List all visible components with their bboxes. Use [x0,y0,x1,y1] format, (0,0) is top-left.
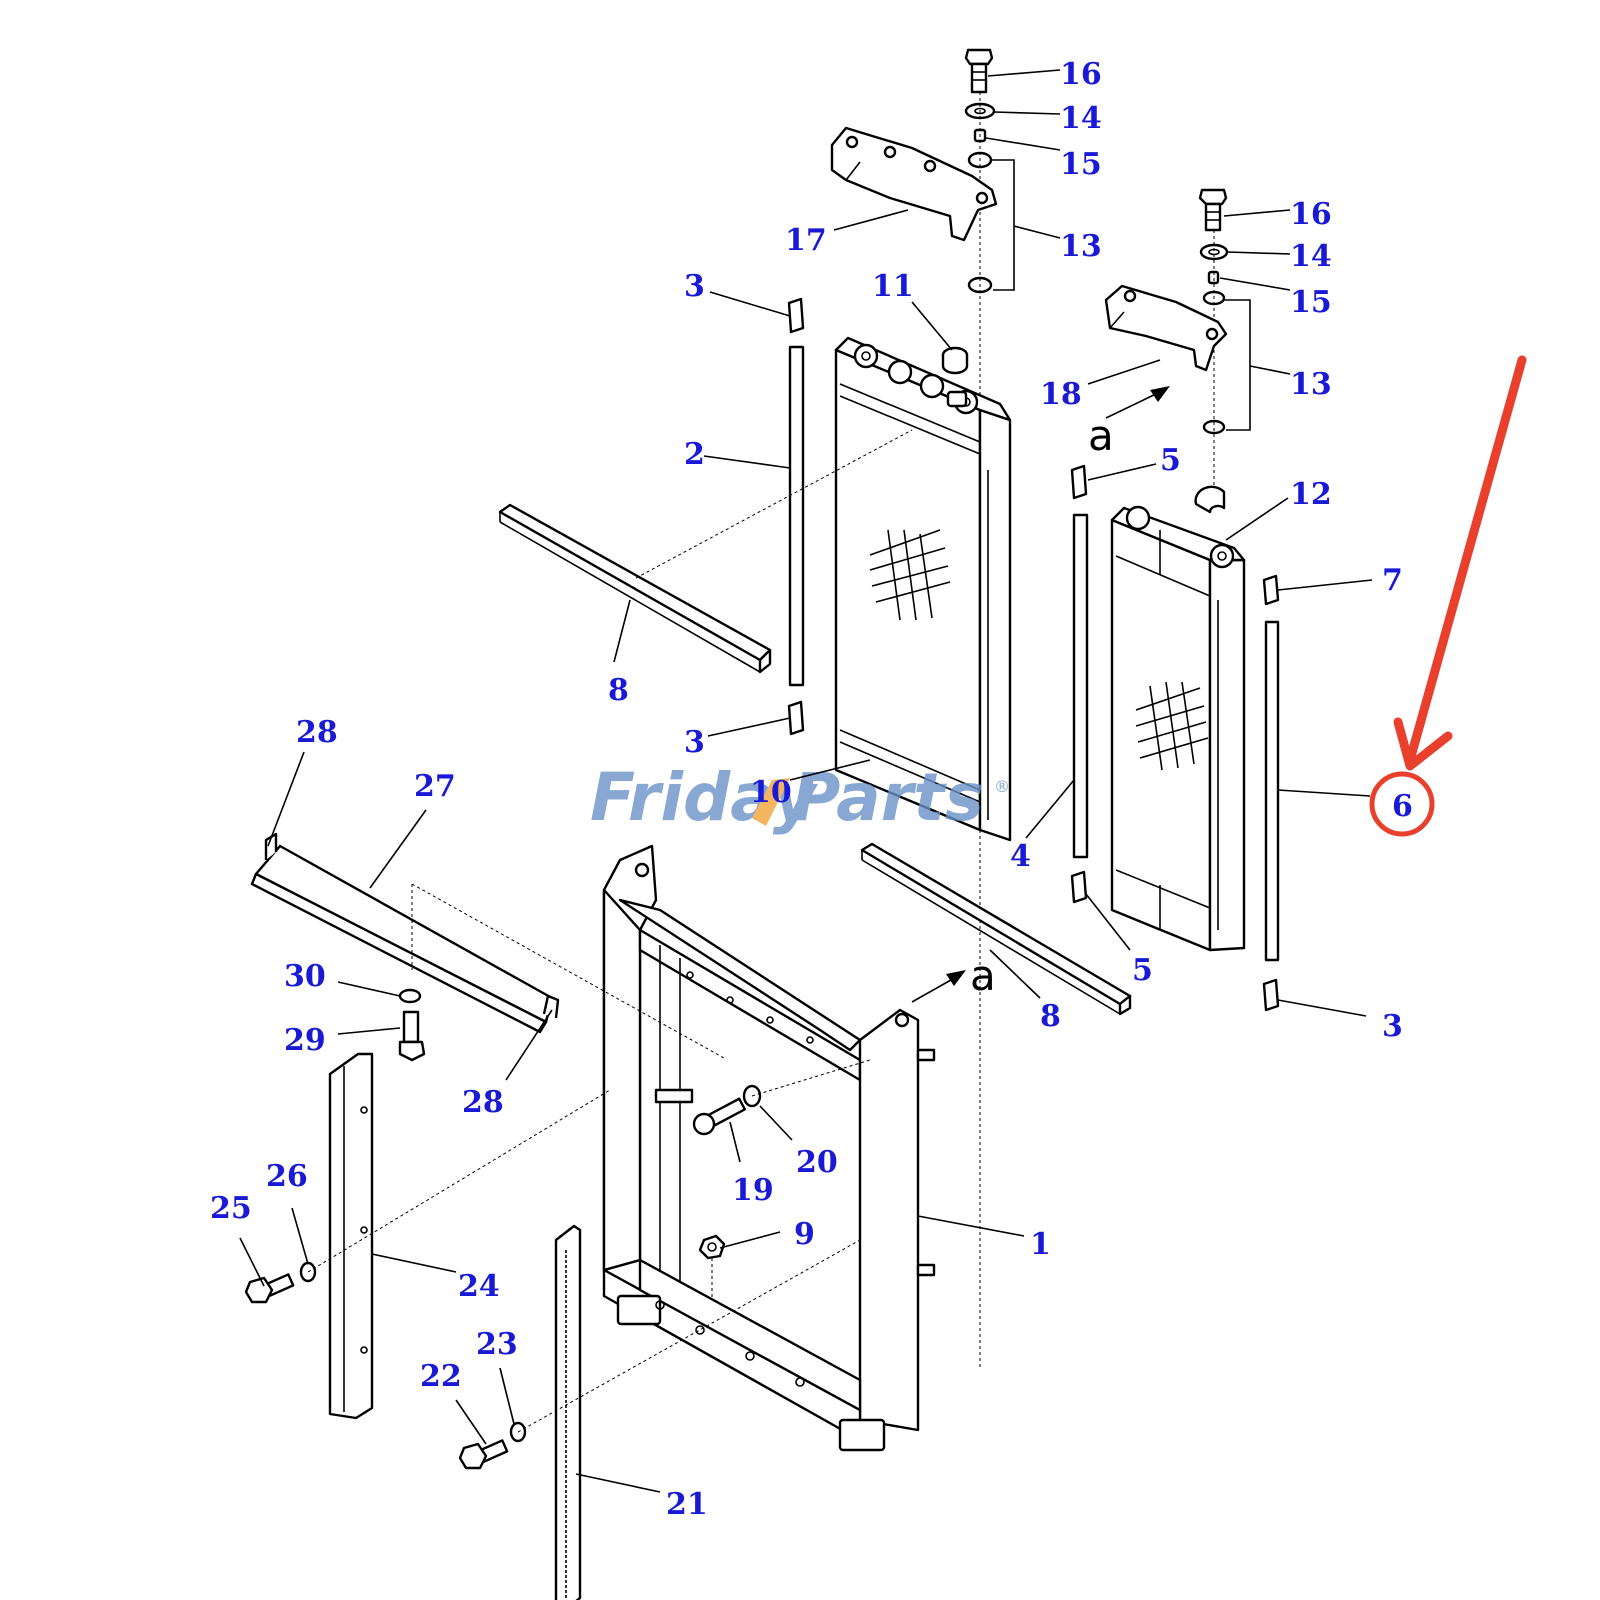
cover-27 [250,844,554,1034]
mesh-pattern-left [869,529,951,621]
callout-13: 13 [1290,367,1332,402]
callout-5: 5 [1160,443,1181,478]
callout-labels: 16 14 15 13 17 3 11 2 8 3 10 16 14 15 13… [210,57,1403,1522]
callout-15: 15 [1290,285,1332,320]
callout-28: 28 [462,1085,504,1120]
guide-line-23 [517,1239,861,1433]
callout-5: 5 [1132,953,1153,988]
spacer-5-top [1070,464,1088,500]
callout-27: 27 [414,769,456,804]
bolt-29 [398,1010,426,1062]
callout-22: 22 [420,1359,462,1394]
callout-12: 12 [1290,477,1332,512]
bolt-25 [244,1273,295,1304]
callout-15: 15 [1060,147,1102,182]
watermark-logo: Friday Parts ® [590,759,1010,836]
callout-18: 18 [1040,377,1082,412]
callout-7: 7 [1382,563,1403,598]
bracket-17 [830,126,998,242]
callout-8: 8 [608,673,629,708]
ref-arrow-a-upper-head [1150,386,1170,402]
guide-line-26 [307,1089,611,1273]
callout-25: 25 [210,1191,252,1226]
seal-strip-8-lower [860,842,1132,1016]
seal-4 [1072,513,1089,859]
callout-2: 2 [684,437,705,472]
callout-17: 17 [785,223,827,258]
callout-16: 16 [1290,197,1332,232]
highlight-arrow-icon [1405,355,1527,765]
bracket-24 [328,1052,374,1420]
callout-9: 9 [794,1217,815,1252]
callout-14: 14 [1060,101,1102,136]
ref-arrow-a-lower-head [946,970,966,986]
callout-28: 28 [296,715,338,750]
callout-30: 30 [284,959,326,994]
leader-lines [239,69,1373,1493]
callout-1: 1 [1030,1227,1051,1262]
spacer-3-bottom [787,700,805,736]
callout-21: 21 [666,1487,708,1522]
callout-3: 3 [684,725,705,760]
spacer-5-bottom [1070,870,1088,904]
callout-14: 14 [1290,239,1332,274]
callout-4: 4 [1010,839,1031,874]
bolt-19 [692,1097,747,1136]
spacer-3-right [1262,978,1280,1012]
bolt-22 [458,1439,509,1470]
seal-6 [1264,620,1280,962]
bracket-18 [1104,284,1228,372]
hose-12 [1194,485,1226,514]
callout-23: 23 [476,1327,518,1362]
watermark-text-friday: Friday [590,759,819,836]
highlight-annotation: 6 [1369,355,1527,837]
guide-line-20 [751,1059,871,1097]
nut-9 [698,1234,726,1260]
callout-3: 3 [1382,1009,1403,1044]
guide-line-8 [635,429,913,579]
callout-13: 13 [1060,229,1102,264]
highlight-arrowhead-icon [1393,717,1453,771]
callout-11: 11 [872,269,914,304]
callout-6: 6 [1392,789,1413,824]
ref-mark-a-upper: a [1088,411,1114,460]
spacer-3-top [787,297,805,334]
highlight-circle-icon [1369,771,1435,837]
watermark-slash-icon [752,778,790,826]
callout-10: 10 [750,775,792,810]
washer-30 [398,988,422,1004]
ref-mark-a-lower: a [970,951,996,1000]
watermark-registered-mark: ® [994,777,1010,796]
callout-20: 20 [796,1145,838,1180]
frame-1 [602,844,936,1452]
bolt-16-upper [964,48,994,94]
bolt-16-lower [1198,188,1228,232]
callout-29: 29 [284,1023,326,1058]
radiator-core-right [1110,505,1246,952]
mount-13-upper [967,151,1015,294]
seal-strip-8-upper [498,503,772,674]
callout-24: 24 [458,1269,500,1304]
ref-arrow-a-upper-line [1105,391,1161,419]
seal-21 [554,1224,582,1600]
callout-3: 3 [684,269,705,304]
washer-14-upper-hole [974,107,986,115]
callout-8: 8 [1040,999,1061,1034]
watermark-text-parts: Parts [792,759,984,836]
mesh-pattern-right [1135,681,1209,771]
callout-16: 16 [1060,57,1102,92]
mount-13-lower [1202,290,1251,435]
callout-19: 19 [732,1173,774,1208]
cap-11 [941,346,969,408]
spacer-7 [1262,574,1280,606]
seal-2 [788,345,805,687]
clip-28-bottom [542,994,560,1019]
callout-26: 26 [266,1159,308,1194]
